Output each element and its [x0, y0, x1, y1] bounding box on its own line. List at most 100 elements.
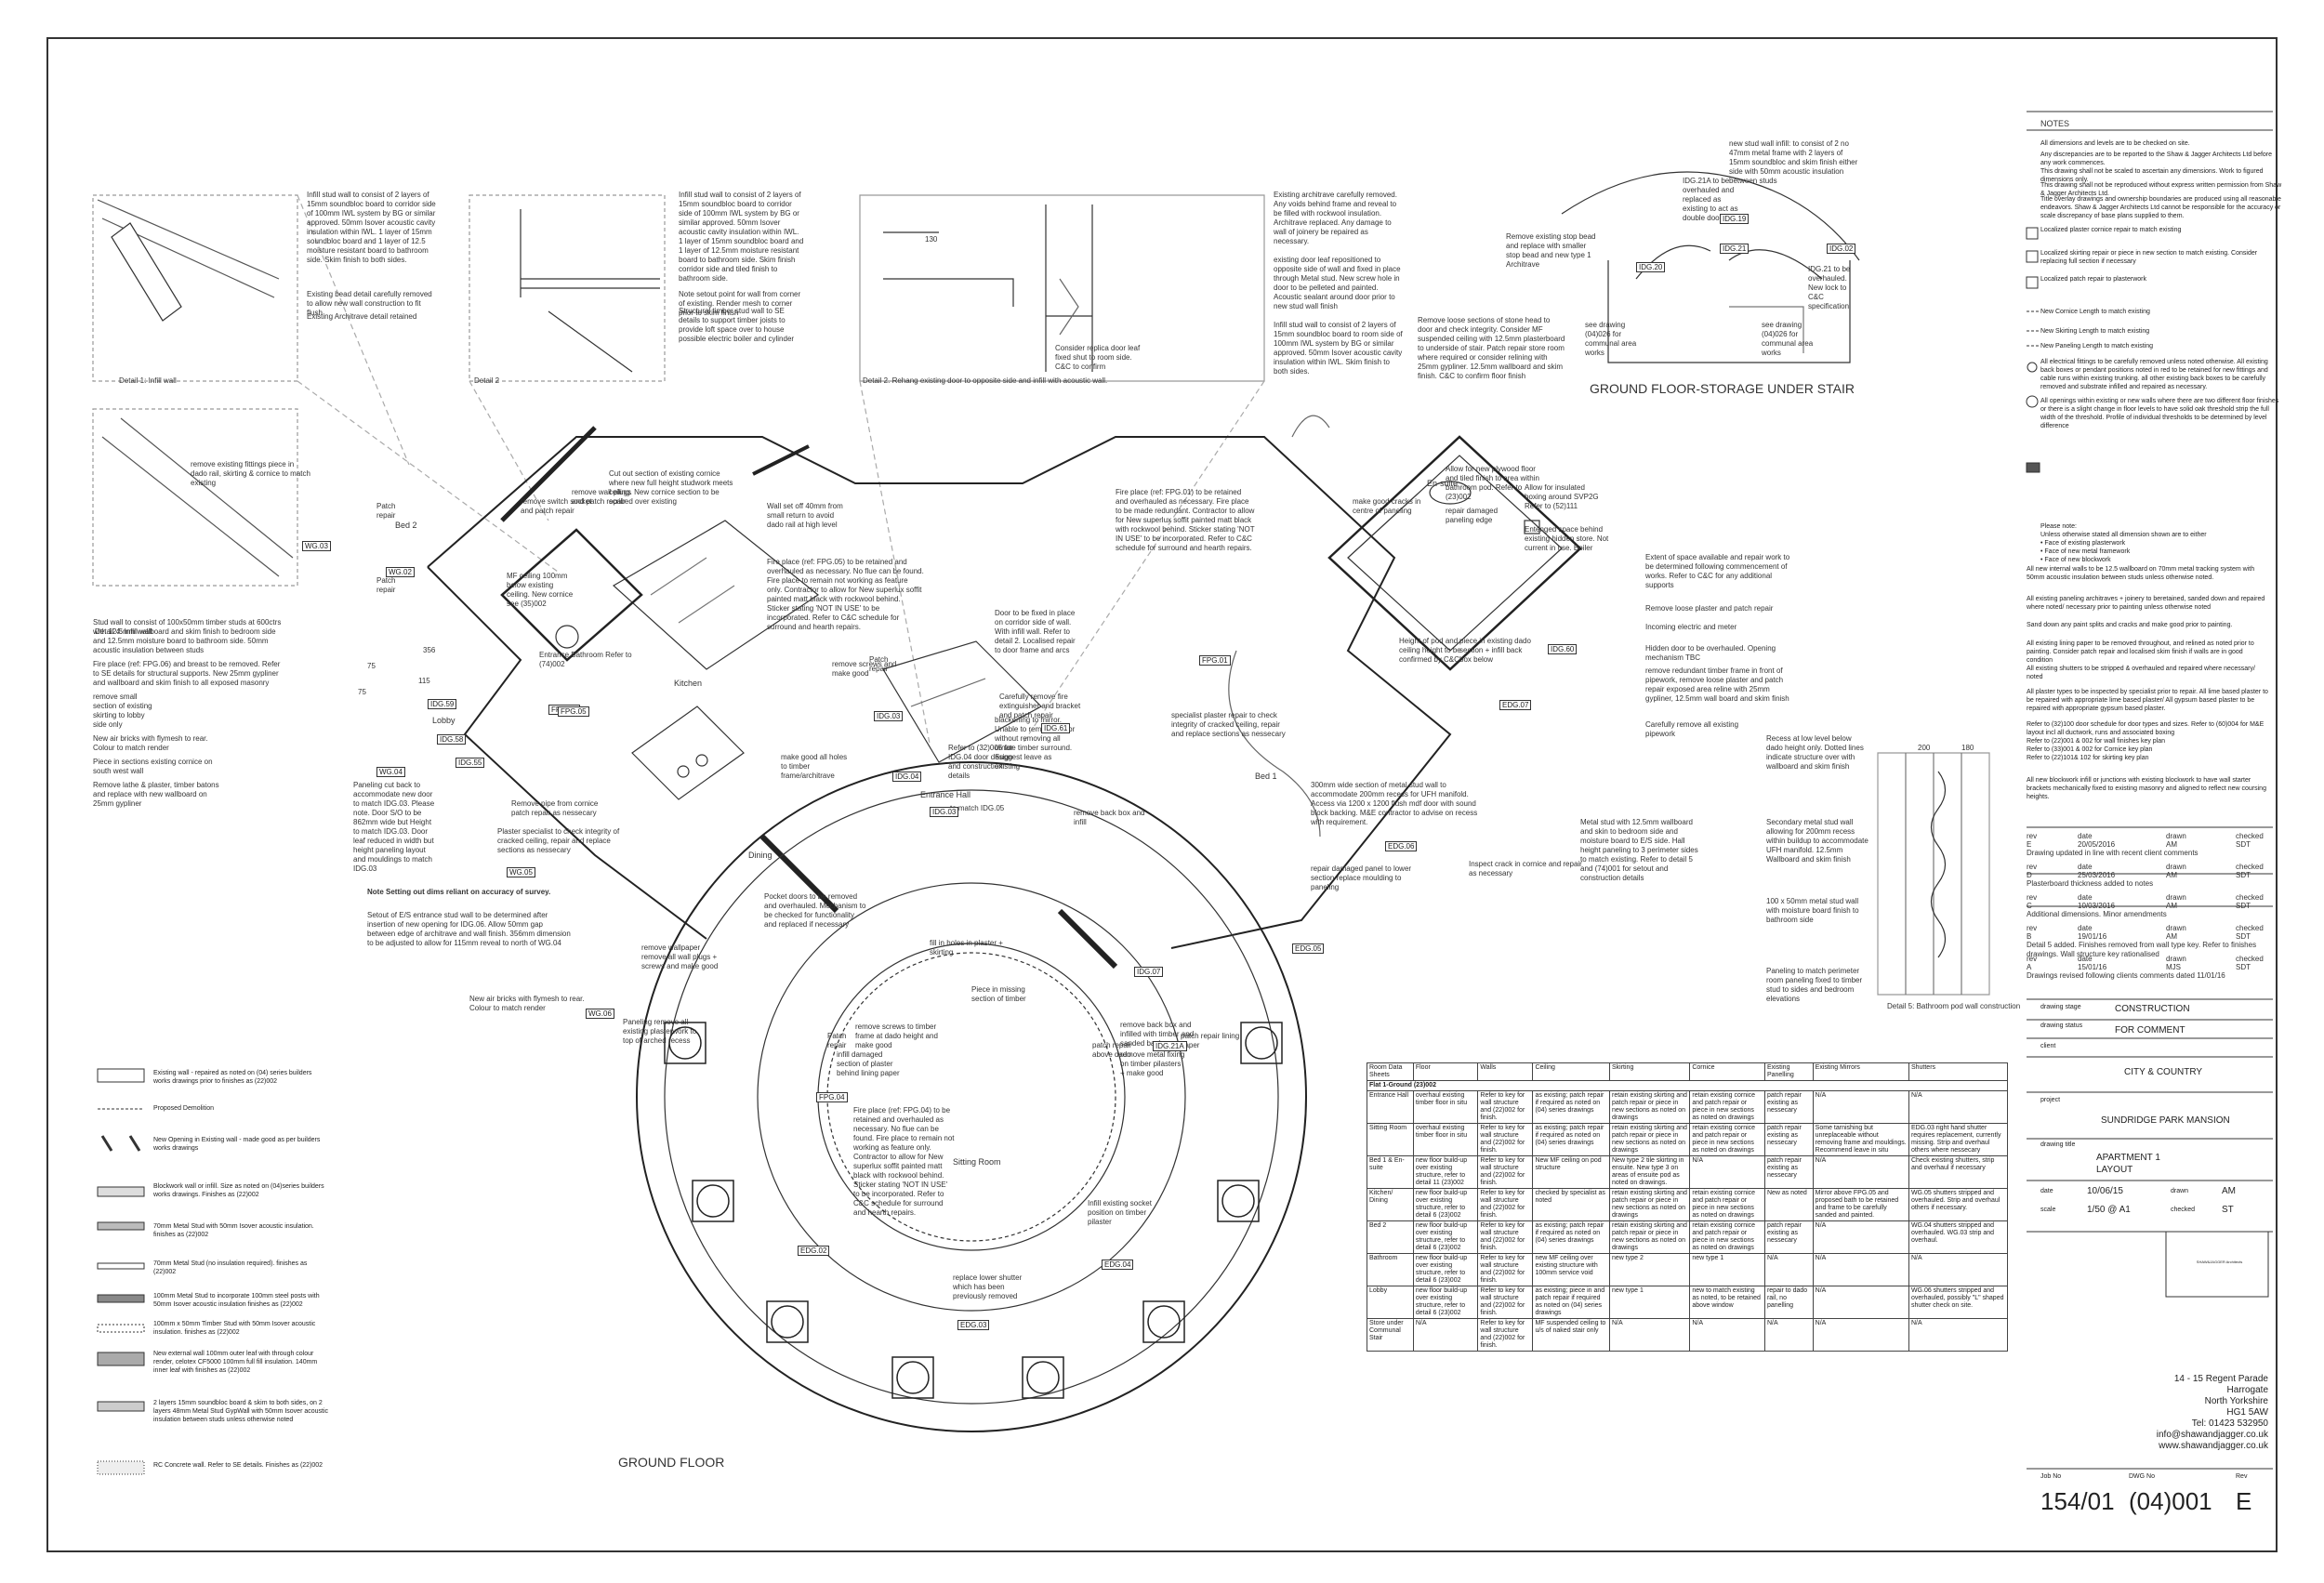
schedule-header: Floor	[1412, 1062, 1479, 1081]
legend-item: Blockwork wall or infill. Size as noted …	[153, 1183, 324, 1198]
dim-130: 130	[925, 235, 938, 244]
schedule-cell: N/A	[1812, 1253, 1909, 1286]
revision-header: checked	[2236, 832, 2264, 840]
revision-rev: D	[2027, 871, 2032, 879]
revision-description: Plasterboard thickness added to notes	[2027, 879, 2154, 888]
annotation-note: Inspect crack in cornice and repair as n…	[1469, 860, 1582, 877]
drawing-title-label: drawing title	[2040, 1141, 2076, 1148]
drawing-title-line-2: LAYOUT	[2096, 1165, 2133, 1175]
revision-checked: SDT	[2236, 840, 2251, 849]
schedule-header: Ceiling	[1532, 1062, 1610, 1081]
scale-value: 1/50 @ A1	[2087, 1205, 2131, 1215]
annotation-note: Cut out section of existing cornice wher…	[609, 469, 733, 506]
annotation-note: Hidden door to be overhauled. Opening me…	[1645, 644, 1776, 662]
schedule-cell: new type 1	[1608, 1286, 1691, 1319]
schedule-header: Shutters	[1908, 1062, 2009, 1081]
door-tag: IDG.02	[1827, 244, 1856, 254]
detail-2-door-label: Detail 2. Rehang existing door to opposi…	[863, 376, 1108, 385]
revision-rev: A	[2027, 963, 2032, 971]
annotation-note: existing door leaf repositioned to oppos…	[1274, 256, 1401, 310]
schedule-cell: New as noted	[1763, 1188, 1814, 1221]
legend-item: 100mm Metal Stud to incorporate 100mm st…	[153, 1293, 320, 1308]
legend-item: New external wall 100mm outer leaf with …	[153, 1351, 318, 1374]
legend-item: Proposed Demolition	[153, 1105, 214, 1112]
schedule-cell: Some tarnishing but unreplaceable withou…	[1812, 1123, 1909, 1156]
annotation-note: new stud wall infill: to consist of 2 no…	[1729, 139, 1858, 185]
annotation-note: Height of pod and ceiling height to be c…	[1399, 637, 1461, 664]
revision-checked: SDT	[2236, 963, 2251, 971]
door-tag: FPG.05	[558, 706, 589, 717]
revision-header: checked	[2236, 893, 2264, 902]
annotation-note: make good all holes to timber frame/arch…	[781, 753, 848, 780]
revision-header: date	[2078, 863, 2093, 871]
door-tag: WG.04	[376, 767, 405, 777]
annotation-note: Remove existing stop bead and replace wi…	[1506, 232, 1596, 269]
storage-floor-title: GROUND FLOOR-STORAGE UNDER STAIR	[1590, 381, 1855, 396]
annotation-note: Piece in sections existing cornice on so…	[93, 758, 213, 775]
legend-item: 100mm x 50mm Timber Stud with 50mm Isove…	[153, 1321, 316, 1336]
annotation-note: Patch repair	[869, 655, 889, 673]
door-tag: IDG.03	[930, 807, 959, 817]
annotation-note: IDG.21 to be overhauled. New lock to C&C…	[1808, 265, 1851, 310]
schedule-cell: new floor build-up over existing structu…	[1412, 1188, 1479, 1221]
schedule-cell: as existing; patch repair if required as…	[1532, 1090, 1610, 1124]
schedule-cell: new floor build-up over existing structu…	[1412, 1220, 1479, 1254]
setting-out-note-title: Note Setting out dims reliant on accurac…	[367, 888, 551, 896]
detail-4-label: Detail 4: Infill wall	[95, 627, 152, 636]
note-paragraph: Refer to (32)100 door schedule for door …	[2027, 721, 2265, 761]
schedule-cell: N/A	[1908, 1253, 2009, 1286]
door-tag: IDG.58	[437, 734, 467, 745]
note-paragraph: All existing shutters to be stripped & o…	[2027, 666, 2255, 680]
revision-header: checked	[2236, 924, 2264, 932]
annotation-note: Carefully remove fire extinguisher and b…	[999, 693, 1081, 719]
schedule-cell: Check existing shutters, strip and overh…	[1908, 1155, 2009, 1189]
drawing-sheet-border	[46, 37, 2278, 1552]
revision-description: Drawing updated in line with recent clie…	[2027, 849, 2199, 857]
symbol-key-item: New Cornice Length to match existing	[2040, 309, 2150, 315]
company-address: 14 - 15 Regent Parade Harrogate North Yo…	[2156, 1374, 2268, 1451]
ground-floor-title: GROUND FLOOR	[618, 1455, 725, 1470]
note-item: Any discrepancies are to be reported to …	[2040, 152, 2273, 166]
annotation-note: remove wallpaper remove all wall plugs +…	[641, 943, 719, 970]
annotation-note: Remove lathe & plaster, timber batons an…	[93, 781, 219, 808]
drawing-status-label: drawing status	[2040, 1022, 2083, 1029]
door-tag: EDG.04	[1102, 1260, 1134, 1270]
annotation-note: Piece in missing section of timber	[971, 985, 1026, 1003]
schedule-cell: Refer to key for wall structure and (22)…	[1477, 1220, 1534, 1254]
schedule-cell: Bed 1 & En-suite	[1367, 1155, 1414, 1189]
revision-header: drawn	[2166, 832, 2186, 840]
schedule-cell: Refer to key for wall structure and (22)…	[1477, 1318, 1534, 1352]
schedule-header: Existing Mirrors	[1812, 1062, 1909, 1081]
symbol-key-item: Localized skirting repair or piece in ne…	[2040, 250, 2258, 265]
room-label-bathroom: Entrance Bathroom Refer to (74)002	[539, 651, 632, 668]
job-no-label: Job No	[2040, 1473, 2062, 1480]
schedule-cell: N/A	[1812, 1286, 1909, 1319]
drawing-status: FOR COMMENT	[2115, 1025, 2185, 1036]
legend-item: 70mm Metal Stud (no insulation required)…	[153, 1260, 308, 1275]
dim-180: 180	[1961, 744, 1974, 752]
revision-header: date	[2078, 893, 2093, 902]
door-tag: EDG.07	[1499, 700, 1532, 710]
annotation-note: remove switch socket and patch repair	[521, 497, 592, 515]
annotation-note: Fire place (ref: FPG.05) to be retained …	[767, 558, 924, 631]
revision-header: rev	[2027, 863, 2038, 871]
schedule-cell: N/A	[1763, 1318, 1814, 1352]
notes-title: NOTES	[2040, 119, 2070, 128]
checked-label: checked	[2171, 1207, 2196, 1213]
annotation-note: Refer to (32)005 for IDG.04 door design …	[948, 744, 1013, 780]
schedule-cell: N/A	[1812, 1155, 1909, 1189]
revision-rev: E	[2027, 840, 2032, 849]
annotation-note: Wall set off 40mm from small return to a…	[767, 502, 843, 529]
schedule-cell: patch repair existing as nessecary	[1763, 1220, 1814, 1254]
door-tag: IDG.04	[892, 772, 922, 782]
annotation-note: see drawing (04)026 for communal area wo…	[1585, 321, 1637, 357]
revision-drawn: AM	[2166, 871, 2177, 879]
schedule-cell: Store under Communal Stair	[1367, 1318, 1414, 1352]
symbol-key-item: Localized patch repair to plasterwork	[2040, 276, 2147, 283]
schedule-section: Flat 1-Ground (23)002	[1367, 1080, 2008, 1091]
annotation-note: Carefully remove all existing pipework	[1645, 720, 1739, 738]
